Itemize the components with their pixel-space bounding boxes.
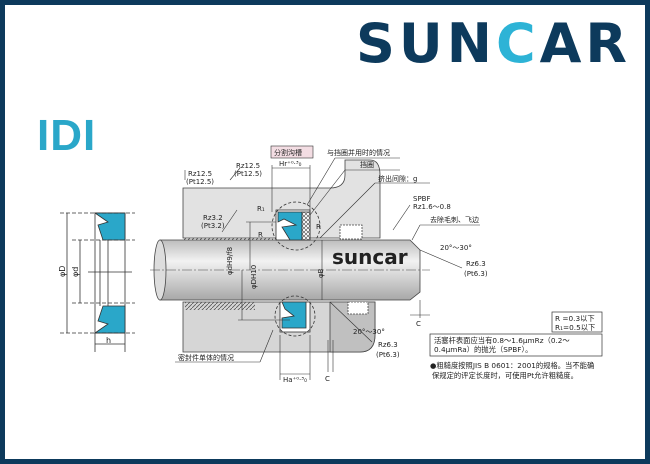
label-pt125-b: (Pt12.5) (234, 170, 262, 178)
split-groove-box (270, 145, 314, 159)
label-r-right: R (316, 223, 321, 231)
note-roughness-1: ●粗糙度按照JIS B 0601：2001的规格。当不能确 (430, 361, 594, 370)
groove-bottom (274, 295, 316, 337)
rod-finish-box (429, 333, 603, 357)
radius-note-box (551, 311, 603, 333)
label-angle-top: 20°～30° (440, 244, 472, 252)
label-dia-b: φB (317, 268, 325, 278)
label-hr: Hr⁺⁰·³₀ (279, 160, 302, 168)
label-seal-alone: 密封件单体的情况 (178, 353, 234, 362)
label-rz125-a: Rz12.5 (188, 170, 212, 178)
seal-alone (281, 301, 307, 329)
dim-inner-dia: φd (71, 267, 80, 277)
note-rod-finish-1: 活塞杆表面应当有0.8～1.6μmRz（0.2～ (434, 336, 570, 345)
label-rz125-b: Rz12.5 (236, 162, 260, 170)
note-r1-limit: R₁=0.5以下 (555, 323, 595, 332)
logo-text-end: AR (539, 12, 631, 75)
label-c-bottom: C (325, 375, 330, 383)
note-roughness-2: 保规定的评定长度时，可使用Pt允许粗糙度。 (432, 371, 578, 380)
piston-rod (150, 239, 430, 301)
logo-text: SUN (356, 12, 496, 75)
label-angle-bottom: 20°～30° (353, 328, 385, 336)
label-r-left: R (258, 231, 263, 239)
label-ha: Ha⁺⁰·³₀ (283, 376, 307, 384)
label-with-backup: 与挡圈并用时的情况 (327, 148, 390, 157)
watermark: suncar (332, 245, 408, 269)
label-rz32: Rz3.2 (203, 214, 223, 222)
label-pt63-top: (Pt6.3) (464, 270, 488, 278)
label-rz63-top: Rz6.3 (466, 260, 486, 268)
label-dia-dh10: φDH10 (250, 265, 258, 289)
label-backup-ring: 挡圈 (360, 160, 374, 169)
note-rod-finish-2: 0.4μmRa）的抛光（SPBF）。 (434, 345, 532, 354)
label-spbf-rz: Rz1.6～0.8 (413, 203, 451, 211)
housing (182, 159, 381, 353)
dim-outer-dia: φD (58, 266, 67, 277)
seal-section-view (60, 212, 135, 352)
dim-height: h (106, 336, 111, 345)
groove-top (271, 201, 321, 251)
label-dia-d: φdH9/f8 (226, 247, 234, 275)
label-rz63-bottom: Rz6.3 (378, 341, 398, 349)
label-pt32: (Pt3.2) (201, 222, 225, 230)
label-c-right: C (416, 320, 421, 328)
label-pt125-a: (Pt12.5) (186, 178, 214, 186)
label-split-groove: 分割沟槽 (274, 148, 302, 157)
label-spbf: SPBF (413, 195, 431, 203)
note-r-limit: R =0.3以下 (555, 314, 595, 323)
logo-c: C (495, 12, 540, 75)
label-pt63-bottom: (Pt6.3) (376, 351, 400, 359)
label-extrusion-gap: 挤出间隙：g (378, 174, 417, 183)
dimension-lines (175, 157, 480, 380)
suncar-logo: SUNCAR (356, 14, 631, 74)
backup-ring (301, 211, 311, 241)
model-title: IDI (37, 111, 97, 160)
label-deburr: 去除毛刺、飞边 (430, 215, 479, 224)
label-r1: R₁ (257, 205, 265, 213)
